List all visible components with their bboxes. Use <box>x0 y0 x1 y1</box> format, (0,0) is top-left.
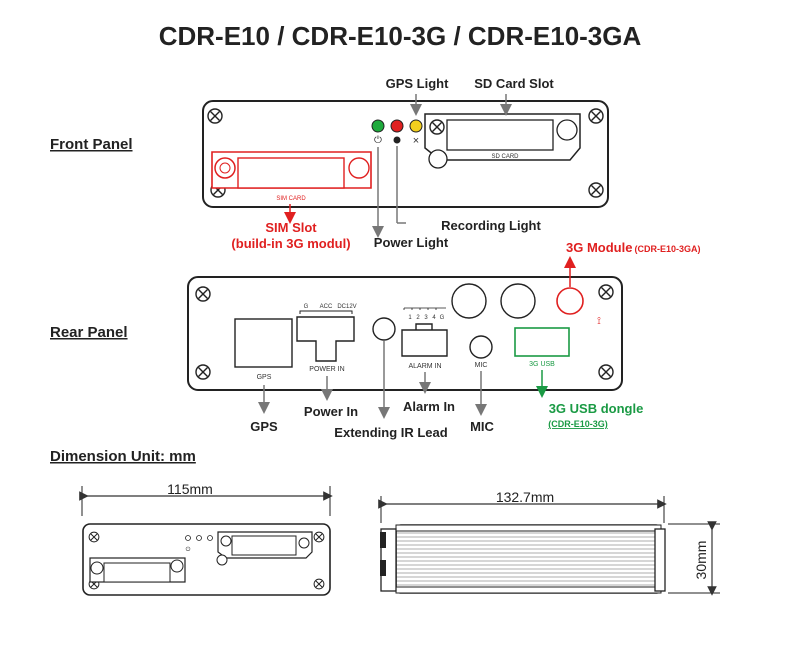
screw-icon <box>313 578 325 590</box>
sd-card-slot: SD CARD <box>424 113 581 169</box>
screw-icon <box>195 286 211 302</box>
sim-slot-note: (build-in 3G modul) <box>231 236 350 251</box>
mic-port-text: MIC <box>475 362 488 369</box>
sim-slot-label: SIM Slot <box>265 220 317 235</box>
ir-lead-label: Extending IR Lead <box>334 425 447 440</box>
screw-icon <box>588 108 604 124</box>
3g-usb-model-label: (CDR-E10-3G) <box>548 419 608 429</box>
power-in-port-text: POWER IN <box>309 366 344 373</box>
gps-symbol-icon: × <box>413 135 419 147</box>
page-title: CDR-E10 / CDR-E10-3G / CDR-E10-3GA <box>159 21 642 51</box>
screw-icon <box>598 364 614 380</box>
alarm-pin-labels: 1 2 3 4 G <box>408 315 444 321</box>
screw-icon <box>598 284 614 300</box>
front-panel: SIM CARD ⏻ × SD CARD <box>202 100 609 208</box>
mic-label: MIC <box>470 419 494 434</box>
3g-usb-dongle-label: 3G USB dongle <box>549 401 644 416</box>
power-led-icon <box>371 119 385 133</box>
screw-icon <box>195 364 211 380</box>
3g-usb-port-text: 3G USB <box>529 361 555 368</box>
alarm-pin-text: 3 <box>424 315 428 321</box>
power-in-label: Power In <box>304 404 358 419</box>
3g-module-port <box>556 287 584 315</box>
sim-card-text: SIM CARD <box>276 196 306 202</box>
alarm-pin-text: 2 <box>416 315 420 321</box>
rear-panel: GPS G ACC DC12V POWER IN 1 2 3 4 G ALARM… <box>187 276 623 391</box>
recording-light-label: Recording Light <box>441 218 541 233</box>
power-light-label: Power Light <box>374 235 449 250</box>
alarm-in-port <box>401 323 448 357</box>
alarm-in-label: Alarm In <box>403 399 455 414</box>
mic-port <box>469 335 493 359</box>
screw-icon <box>207 108 223 124</box>
antenna-hole <box>451 283 487 319</box>
width-dimension-label: 115mm <box>167 481 213 497</box>
gps-port-text: GPS <box>257 374 272 381</box>
alarm-in-port-text: ALARM IN <box>408 363 441 370</box>
ir-lead-port <box>372 317 396 341</box>
power-symbol-icon: ⏻ <box>186 546 191 553</box>
sd-card-text: SD CARD <box>491 154 519 160</box>
alarm-pin-text: 4 <box>432 315 436 321</box>
3g-usb-port <box>514 327 570 357</box>
gps-light-label: GPS Light <box>386 76 450 91</box>
screw-icon <box>588 182 604 198</box>
gps-led-icon <box>409 119 423 133</box>
sim-card-slot: SIM CARD <box>211 151 372 202</box>
screw-icon <box>313 531 325 543</box>
pin-g-text: G <box>304 304 309 310</box>
screw-icon <box>88 531 100 543</box>
alarm-pin-text: 1 <box>408 315 412 321</box>
screw-icon <box>429 119 445 135</box>
section-front-panel: Front Panel <box>50 136 133 153</box>
section-dimension: Dimension Unit: mm <box>50 448 196 465</box>
dimension-side-view: 132.7mm 30mm <box>378 489 720 596</box>
length-dimension-label: 132.7mm <box>496 489 554 505</box>
antenna-icon: ⟟ <box>597 316 601 327</box>
sd-card-slot-label: SD Card Slot <box>474 76 554 91</box>
height-dimension-label: 30mm <box>693 541 709 580</box>
pin-dc12v-text: DC12V <box>337 304 356 310</box>
pin-acc-text: ACC <box>320 304 333 310</box>
alarm-pin-text: G <box>440 315 445 321</box>
section-rear-panel: Rear Panel <box>50 324 128 341</box>
gps-label: GPS <box>250 419 278 434</box>
power-in-port <box>296 316 355 362</box>
3g-module-label: 3G Module(CDR-E10-3GA) <box>566 240 700 255</box>
dimension-front-view: 115mm ⏻ <box>79 481 333 596</box>
recording-led-icon <box>390 119 404 133</box>
antenna-hole <box>500 283 536 319</box>
power-symbol-icon: ⏻ <box>374 135 382 146</box>
gps-port <box>234 318 293 368</box>
record-symbol-icon <box>393 136 401 144</box>
